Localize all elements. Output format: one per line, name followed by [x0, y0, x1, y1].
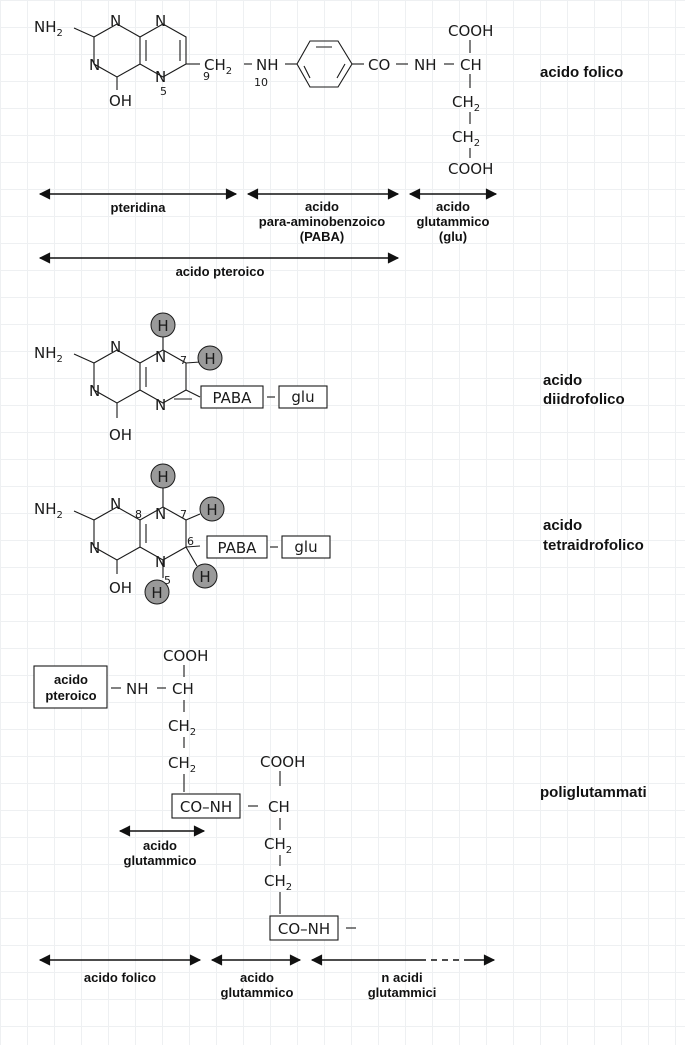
title-dihydro-1: acido [543, 372, 582, 389]
position-6: 6 [187, 535, 194, 548]
label-bottom-n-1: n acidi [381, 970, 422, 985]
tetrahydrofolic-structure: NH2 N N N N 8 7 6 5 OH H H H H PABA glu [34, 463, 331, 605]
ch-label: CH [460, 56, 482, 74]
title-polyglutamates: poliglutammati [540, 784, 647, 801]
glu-box [278, 385, 328, 409]
label-glu-1: acido [143, 838, 177, 853]
ring-nitrogen: N [89, 56, 100, 74]
conh-box [269, 915, 339, 941]
oh-label: OH [109, 579, 132, 597]
hydrogen-atom [150, 312, 176, 338]
label-paba-3: (PABA) [300, 229, 345, 244]
label-bottom-glu-2: glutammico [221, 985, 294, 1000]
cooh-bottom: COOH [448, 160, 493, 178]
ch2-a: CH2 [452, 93, 480, 114]
paba-box [206, 535, 268, 559]
title-dihydro-2: diidrofolico [543, 391, 625, 408]
glu-box-label: glu [291, 388, 314, 406]
label-paba-2: para-aminobenzoico [259, 214, 385, 229]
title-tetrahydro-1: acido [543, 517, 582, 534]
position-10: 10 [254, 76, 268, 89]
pteroic-box-label-2: pteroico [45, 688, 96, 703]
label-glu-2: glutammico [417, 214, 490, 229]
ring-nitrogen: N [89, 539, 100, 557]
part-arrows [38, 188, 498, 264]
position-7: 7 [180, 354, 187, 367]
ch2-label: CH2 [168, 717, 196, 738]
ring-nitrogen: N [155, 505, 166, 523]
ch2-label: CH2 [168, 754, 196, 775]
nh2-label: NH2 [34, 18, 63, 39]
hydrogen-atom [192, 563, 218, 589]
polyglutamate-structure: acido pteroico NH CH COOH CH2 CH2 CO–NH … [33, 647, 356, 941]
ring-nitrogen: N [155, 348, 166, 366]
hydrogen-atom [199, 496, 225, 522]
title-folic-acid: acido folico [540, 64, 623, 81]
label-paba-1: acido [305, 199, 339, 214]
position-5: 5 [164, 574, 171, 587]
pteroic-box-label-1: acido [54, 672, 88, 687]
hydrogen-atom [150, 463, 176, 489]
conh-box-label: CO–NH [180, 798, 232, 816]
ring-nitrogen: N [155, 68, 166, 86]
hydrogen-atom [144, 579, 170, 605]
nh-label: NH [126, 680, 149, 698]
ring-nitrogen: N [110, 338, 121, 356]
conh-box [171, 793, 241, 819]
hydrogen-label: H [199, 568, 210, 586]
label-pteridine: pteridina [111, 200, 167, 215]
ring-nitrogen: N [155, 553, 166, 571]
ring-nitrogen: N [89, 382, 100, 400]
position-7: 7 [180, 508, 187, 521]
label-pteroic: acido pteroico [176, 264, 265, 279]
label-bottom-folic: acido folico [84, 970, 156, 985]
folic-acid-structure: NH2 N N N N 5 OH 9 CH2 NH 10 CO NH CH CO… [34, 12, 493, 178]
paba-box [200, 385, 264, 409]
ch-label: CH [172, 680, 194, 698]
nh-link-label: NH [414, 56, 437, 74]
nh2-label: NH2 [34, 344, 63, 365]
cooh-top: COOH [448, 22, 493, 40]
nh-label: NH [256, 56, 279, 74]
hydrogen-label: H [151, 584, 162, 602]
cooh-label: COOH [260, 753, 305, 771]
ch2-label: CH2 [264, 872, 292, 893]
hydrogen-label: H [157, 317, 168, 335]
glu-box-label: glu [294, 538, 317, 556]
pteroic-acid-box [33, 665, 108, 709]
ch-label: CH [268, 798, 290, 816]
title-tetrahydro-2: tetraidrofolico [543, 537, 644, 554]
cooh-label: COOH [163, 647, 208, 665]
ring-nitrogen: N [110, 12, 121, 30]
position-9: 9 [203, 70, 210, 83]
paba-box-label: PABA [213, 389, 253, 407]
ch2-label: CH2 [264, 835, 292, 856]
label-glu-2: glutammico [124, 853, 197, 868]
ch2-label: CH2 [204, 56, 232, 77]
label-glu-3: (glu) [439, 229, 467, 244]
position-8: 8 [135, 508, 142, 521]
conh-box-label: CO–NH [278, 920, 330, 938]
ch2-b: CH2 [452, 128, 480, 149]
ring-nitrogen: N [110, 495, 121, 513]
glu-box [281, 535, 331, 559]
benzene-ring [296, 40, 353, 88]
co-label: CO [368, 56, 390, 74]
label-glu-1: acido [436, 199, 470, 214]
dihydrofolic-structure: NH2 N N N N 7 OH H H PABA glu [34, 312, 328, 444]
position-5: 5 [160, 85, 167, 98]
label-bottom-glu-1: acido [240, 970, 274, 985]
nh2-label: NH2 [34, 500, 63, 521]
oh-label: OH [109, 92, 132, 110]
paba-box-label: PABA [218, 539, 258, 557]
hydrogen-label: H [157, 468, 168, 486]
oh-label: OH [109, 426, 132, 444]
hydrogen-label: H [204, 350, 215, 368]
label-bottom-n-2: glutammici [368, 985, 437, 1000]
hydrogen-label: H [206, 501, 217, 519]
ring-nitrogen: N [155, 396, 166, 414]
hydrogen-atom [197, 345, 223, 371]
ring-nitrogen: N [155, 12, 166, 30]
